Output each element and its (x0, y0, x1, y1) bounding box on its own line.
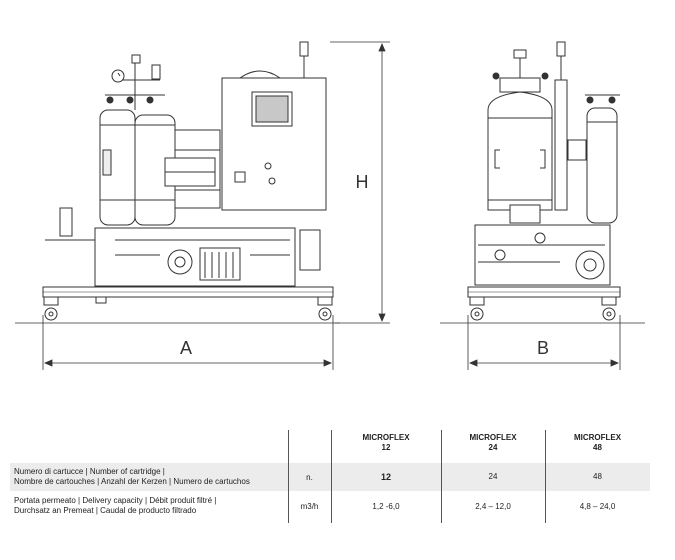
dimension-h (330, 41, 390, 324)
model-name: MICROFLEX (362, 433, 410, 442)
column-divider (545, 430, 546, 523)
front-control-cabinet (221, 41, 327, 211)
model-name: MICROFLEX (469, 433, 517, 442)
spec-table: MICROFLEX 12 MICROFLEX 24 MICROFLEX 48 N… (10, 430, 650, 525)
value-cell: 12 (380, 472, 391, 482)
row-label-line: Nombre de cartouches | Anzahl der Kerzen… (14, 477, 250, 486)
value-cell: 24 (488, 472, 498, 481)
row-unit: m3/h (300, 502, 319, 511)
value-cell: 48 (593, 472, 602, 481)
spec-row-band (10, 463, 650, 491)
row-label-cartridges: Numero di cartucce | Number of cartridge… (14, 467, 286, 487)
row-label-line: Portata permeato | Delivery capacity | D… (14, 496, 217, 505)
row-label-line: Durchsatz an Premeat | Caudal de product… (14, 506, 197, 515)
model-size: 12 (381, 443, 391, 452)
dimension-a-label: A (180, 338, 192, 358)
row-label-line: Numero di cartucce | Number of cartridge… (14, 467, 165, 476)
row-unit: n. (306, 473, 313, 482)
model-name: MICROFLEX (573, 433, 622, 442)
model-size: 48 (593, 443, 602, 452)
dimension-a (42, 315, 334, 370)
front-left-vessel (99, 109, 176, 226)
front-castor-left (43, 296, 59, 321)
front-gauge-assembly (105, 54, 165, 110)
column-divider (288, 430, 289, 523)
model-size: 24 (488, 443, 498, 452)
column-divider (441, 430, 442, 523)
front-castor-mid (95, 296, 107, 304)
row-label-capacity: Portata permeato | Delivery capacity | D… (14, 496, 286, 516)
model-header-24: MICROFLEX 24 (441, 433, 545, 453)
side-main-vessel (487, 49, 553, 211)
value-cell: 1,2 -6,0 (372, 502, 400, 511)
front-view (15, 41, 390, 370)
front-castor-right (317, 296, 333, 321)
value-cell: 2,4 – 12,0 (475, 502, 511, 511)
model-header-48: MICROFLEX 48 (545, 433, 650, 453)
side-castor-right (601, 296, 617, 321)
machine-technical-drawing: A B H (15, 41, 645, 370)
front-pump-assembly (45, 207, 321, 287)
column-divider (331, 430, 332, 523)
dimension-b-label: B (537, 338, 549, 358)
side-right-vessel (567, 94, 620, 224)
side-view (440, 41, 645, 370)
model-header-12: MICROFLEX 12 (331, 433, 441, 453)
dimension-h-label: H (356, 172, 369, 192)
dimension-b (467, 315, 621, 370)
side-castor-left (469, 296, 485, 321)
value-cell: 4,8 – 24,0 (579, 502, 616, 511)
side-pump-assembly (474, 204, 611, 286)
